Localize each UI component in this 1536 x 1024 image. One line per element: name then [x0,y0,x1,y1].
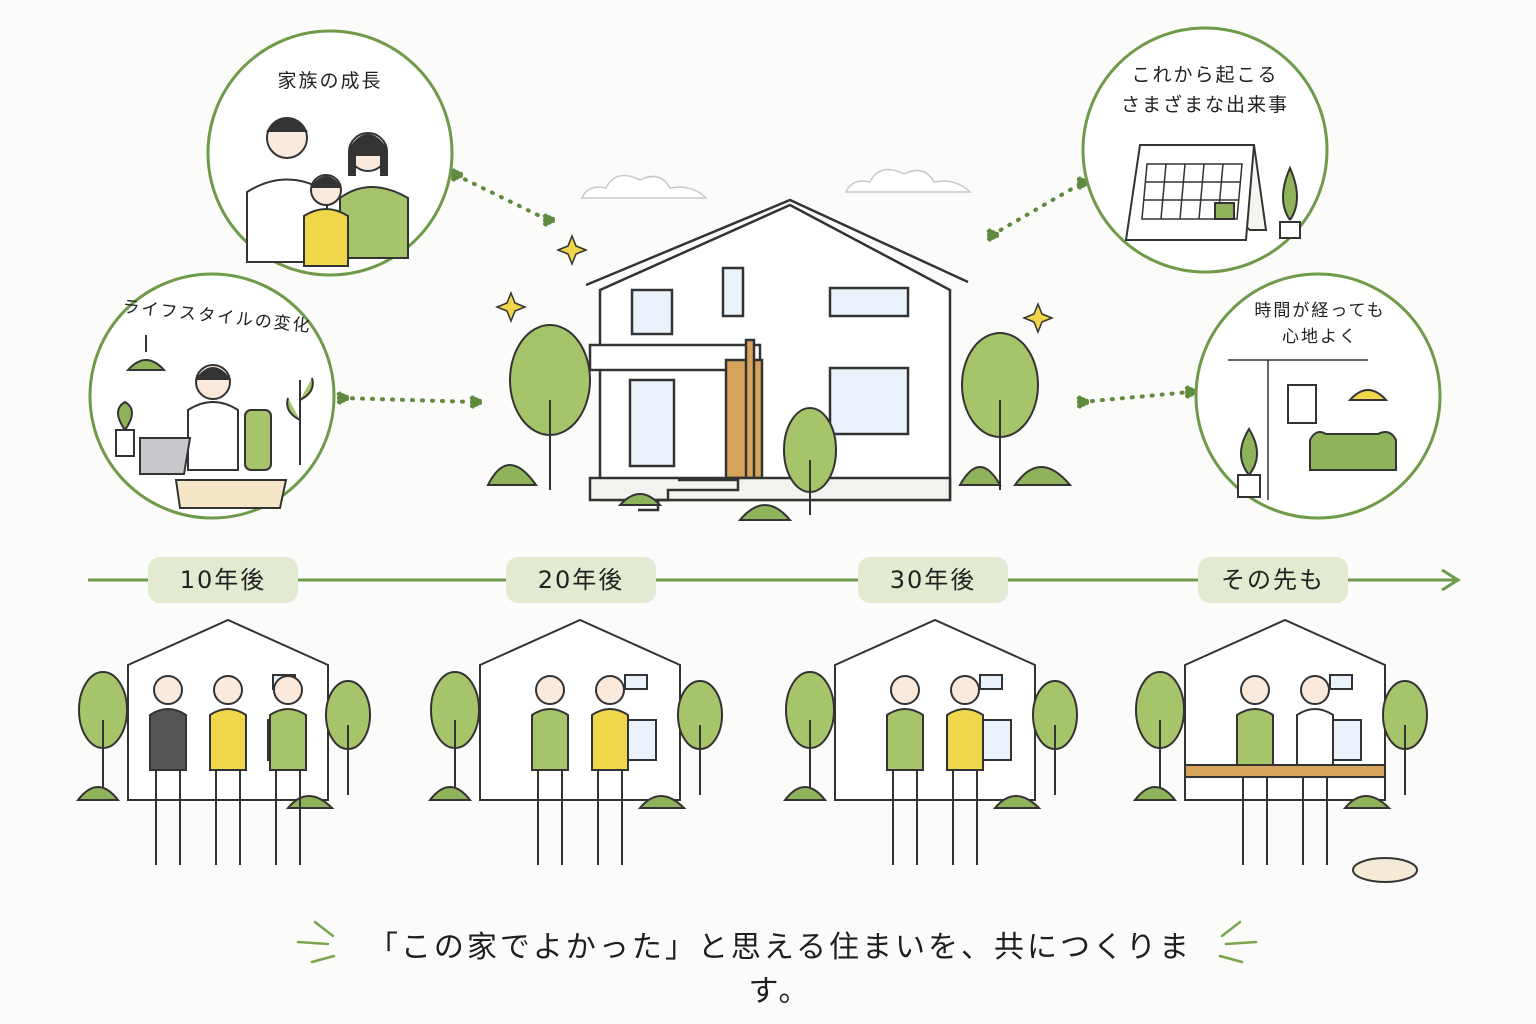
scene-shape [1236,708,1274,771]
scene-shape [269,708,307,771]
scene-10-years [75,618,371,865]
dog [1352,857,1418,883]
scene-shape [1296,708,1334,771]
scene-shape [782,786,1042,809]
scene-shape [75,786,335,809]
person [209,675,247,865]
person [269,675,307,865]
scene-shape [215,770,241,865]
scene-shape [624,674,648,690]
scene-beyond [1132,618,1428,883]
milestone-30-years: 30年後 [858,557,1008,603]
scene-shape [595,675,625,705]
scene-shape [427,786,687,809]
person [1296,675,1334,865]
scene-shape [149,708,187,771]
connectors [335,168,1197,409]
scene-shape [479,618,681,801]
sparkles [494,233,1055,335]
scene-shape [1329,674,1353,690]
events-label-line2: さまざまな出来事 [1120,94,1289,116]
scene-shape [597,770,623,865]
bench [1184,764,1386,778]
person [946,675,984,865]
person [1236,675,1274,865]
scene-shape [1240,675,1270,705]
clouds [580,168,972,199]
scene-shape [890,675,920,705]
main-house [585,198,969,512]
scene-shape [1242,770,1268,865]
milestone-10-years: 10年後 [148,557,298,603]
family-figures [246,117,409,267]
scene-shape [1300,675,1330,705]
scene-shape [892,770,918,865]
comfort-scene [1228,359,1397,500]
scene-shape [535,675,565,705]
scene-shape [1132,786,1392,809]
person [591,675,629,865]
comfort-label-line1: 時間が経っても [1254,301,1386,321]
calendar-icon [1124,144,1301,241]
scene-shape [531,708,569,771]
scene-shape [1302,770,1328,865]
scene-shape [275,770,301,865]
tagline: 「この家でよかった」と思える住まいを、共につくります。 [367,930,1193,1009]
scene-shape [591,708,629,771]
scene-shape [950,675,980,705]
scene-shape [834,618,1036,801]
scene-shape [153,675,183,705]
tagline-accents [296,920,1258,964]
events-circle-label: これから起こる さまざまな出来事 [1100,60,1310,120]
scene-shape [979,674,1003,690]
scene-shape [952,770,978,865]
main-trees [486,324,1073,521]
scene-shape [537,770,563,865]
lifestyle-scene [115,335,314,509]
timeline-scenes [75,618,1428,883]
comfort-label-line2: 心地よく [1282,327,1358,347]
person [886,675,924,865]
scene-30-years [782,618,1078,865]
scene-20-years [427,618,723,865]
events-label-line1: これから起こる [1131,64,1279,86]
milestone-beyond: その先も [1198,557,1348,603]
comfort-circle-label: 時間が経っても 心地よく [1225,298,1415,350]
scene-shape [209,708,247,771]
scene-shape [213,675,243,705]
person [149,675,187,865]
milestone-20-years: 20年後 [506,557,656,603]
family-circle-label: 家族の成長 [277,70,383,92]
scene-shape [273,675,303,705]
person [531,675,569,865]
scene-shape [886,708,924,771]
scene-shape [155,770,181,865]
scene-shape [946,708,984,771]
